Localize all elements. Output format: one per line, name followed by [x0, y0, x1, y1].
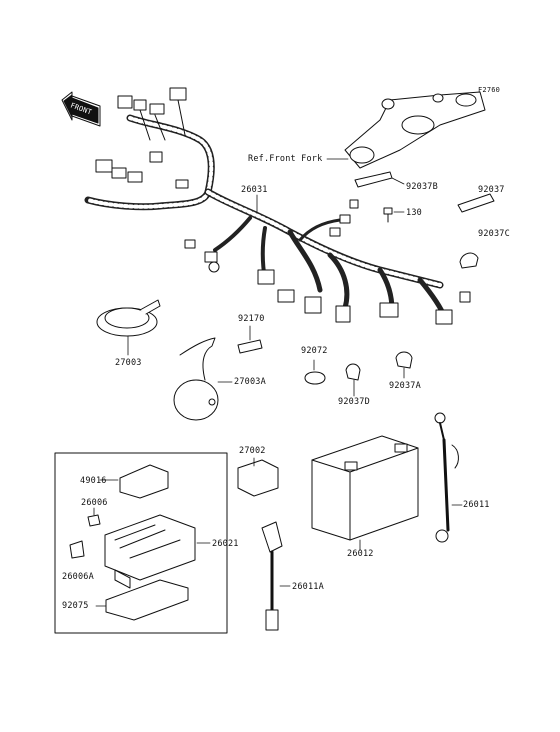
part-label-92037a: 92037A	[389, 381, 421, 391]
part-label-92075: 92075	[62, 601, 89, 611]
part-label-92037d: 92037D	[338, 397, 370, 407]
part-label-92037: 92037	[478, 185, 505, 195]
cable-26011a	[261, 521, 291, 631]
fuse-box-26021	[104, 514, 211, 589]
part-label-27003a: 27003A	[234, 377, 266, 387]
figure-code: F2760	[478, 86, 501, 94]
part-label-26031: 26031	[241, 185, 268, 195]
clamp-92037d	[345, 363, 361, 381]
bolt-130	[383, 207, 405, 223]
front-fork-bracket	[344, 91, 486, 169]
strap-92037b	[354, 171, 393, 188]
horn-27003	[96, 299, 161, 356]
part-label-92037c: 92037C	[478, 229, 510, 239]
tray-92075	[105, 579, 189, 621]
part-label-26012: 26012	[347, 549, 374, 559]
part-label-26006: 26006	[81, 498, 108, 508]
front-arrow-icon	[61, 91, 101, 127]
band-92072	[304, 371, 326, 385]
ref-front-fork-label: Ref.Front Fork	[248, 154, 323, 164]
wiring-harness	[84, 87, 471, 325]
part-label-92170: 92170	[238, 314, 265, 324]
part-label-130: 130	[406, 208, 422, 218]
part-label-26011: 26011	[463, 500, 490, 510]
part-label-26021: 26021	[212, 539, 239, 549]
strap-92037	[457, 193, 495, 213]
clamp-92037c	[459, 252, 479, 269]
fuse-26006a	[69, 540, 85, 559]
part-label-92072: 92072	[301, 346, 328, 356]
clamp-92037a	[395, 351, 413, 369]
fuse-box-frame	[54, 452, 228, 634]
part-label-92037b: 92037B	[406, 182, 438, 192]
part-label-27002: 27002	[239, 446, 266, 456]
part-label-26011a: 26011A	[292, 582, 324, 592]
cable-26011	[434, 412, 463, 543]
strap-92170	[237, 339, 263, 354]
horn-27003a	[173, 337, 233, 421]
battery-26012	[311, 435, 419, 551]
part-label-49016: 49016	[80, 476, 107, 486]
relay-27002	[237, 457, 279, 497]
part-label-27003: 27003	[115, 358, 142, 368]
fuse-26006	[87, 514, 101, 527]
cover-49016	[119, 464, 169, 499]
part-label-26006a: 26006A	[62, 572, 94, 582]
